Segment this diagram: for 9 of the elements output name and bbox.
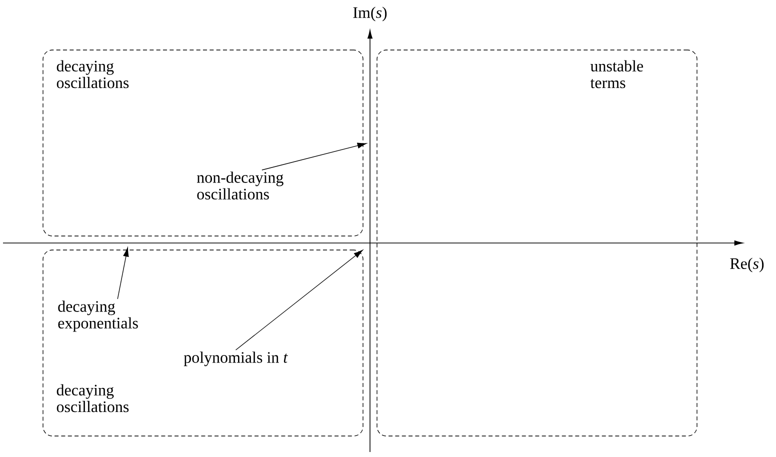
axis-label: Im(s): [353, 6, 387, 22]
region-box: unstable terms: [376, 50, 698, 436]
leader-line: [117, 247, 129, 300]
leader-text: decaying exponentials: [58, 300, 138, 332]
axis-label: Re(s): [730, 258, 764, 272]
leader-text: polynomials in t: [184, 352, 288, 366]
leader-line: [262, 142, 367, 170]
leader-text: non-decaying oscillations: [196, 172, 284, 200]
leader-line: [235, 250, 363, 350]
